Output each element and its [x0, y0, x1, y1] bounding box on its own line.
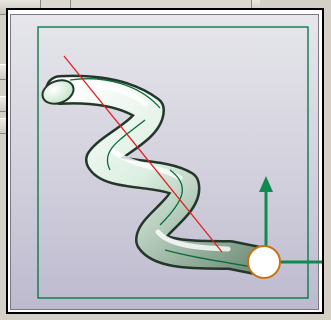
spring-edge-curves: [69, 78, 259, 269]
origin-handle-icon[interactable]: [247, 245, 281, 279]
helix-axis-line: [63, 55, 223, 253]
selection-box: [37, 26, 309, 299]
spring-start-cap[interactable]: [39, 76, 77, 108]
triad-y-arrow-icon: [259, 176, 273, 192]
